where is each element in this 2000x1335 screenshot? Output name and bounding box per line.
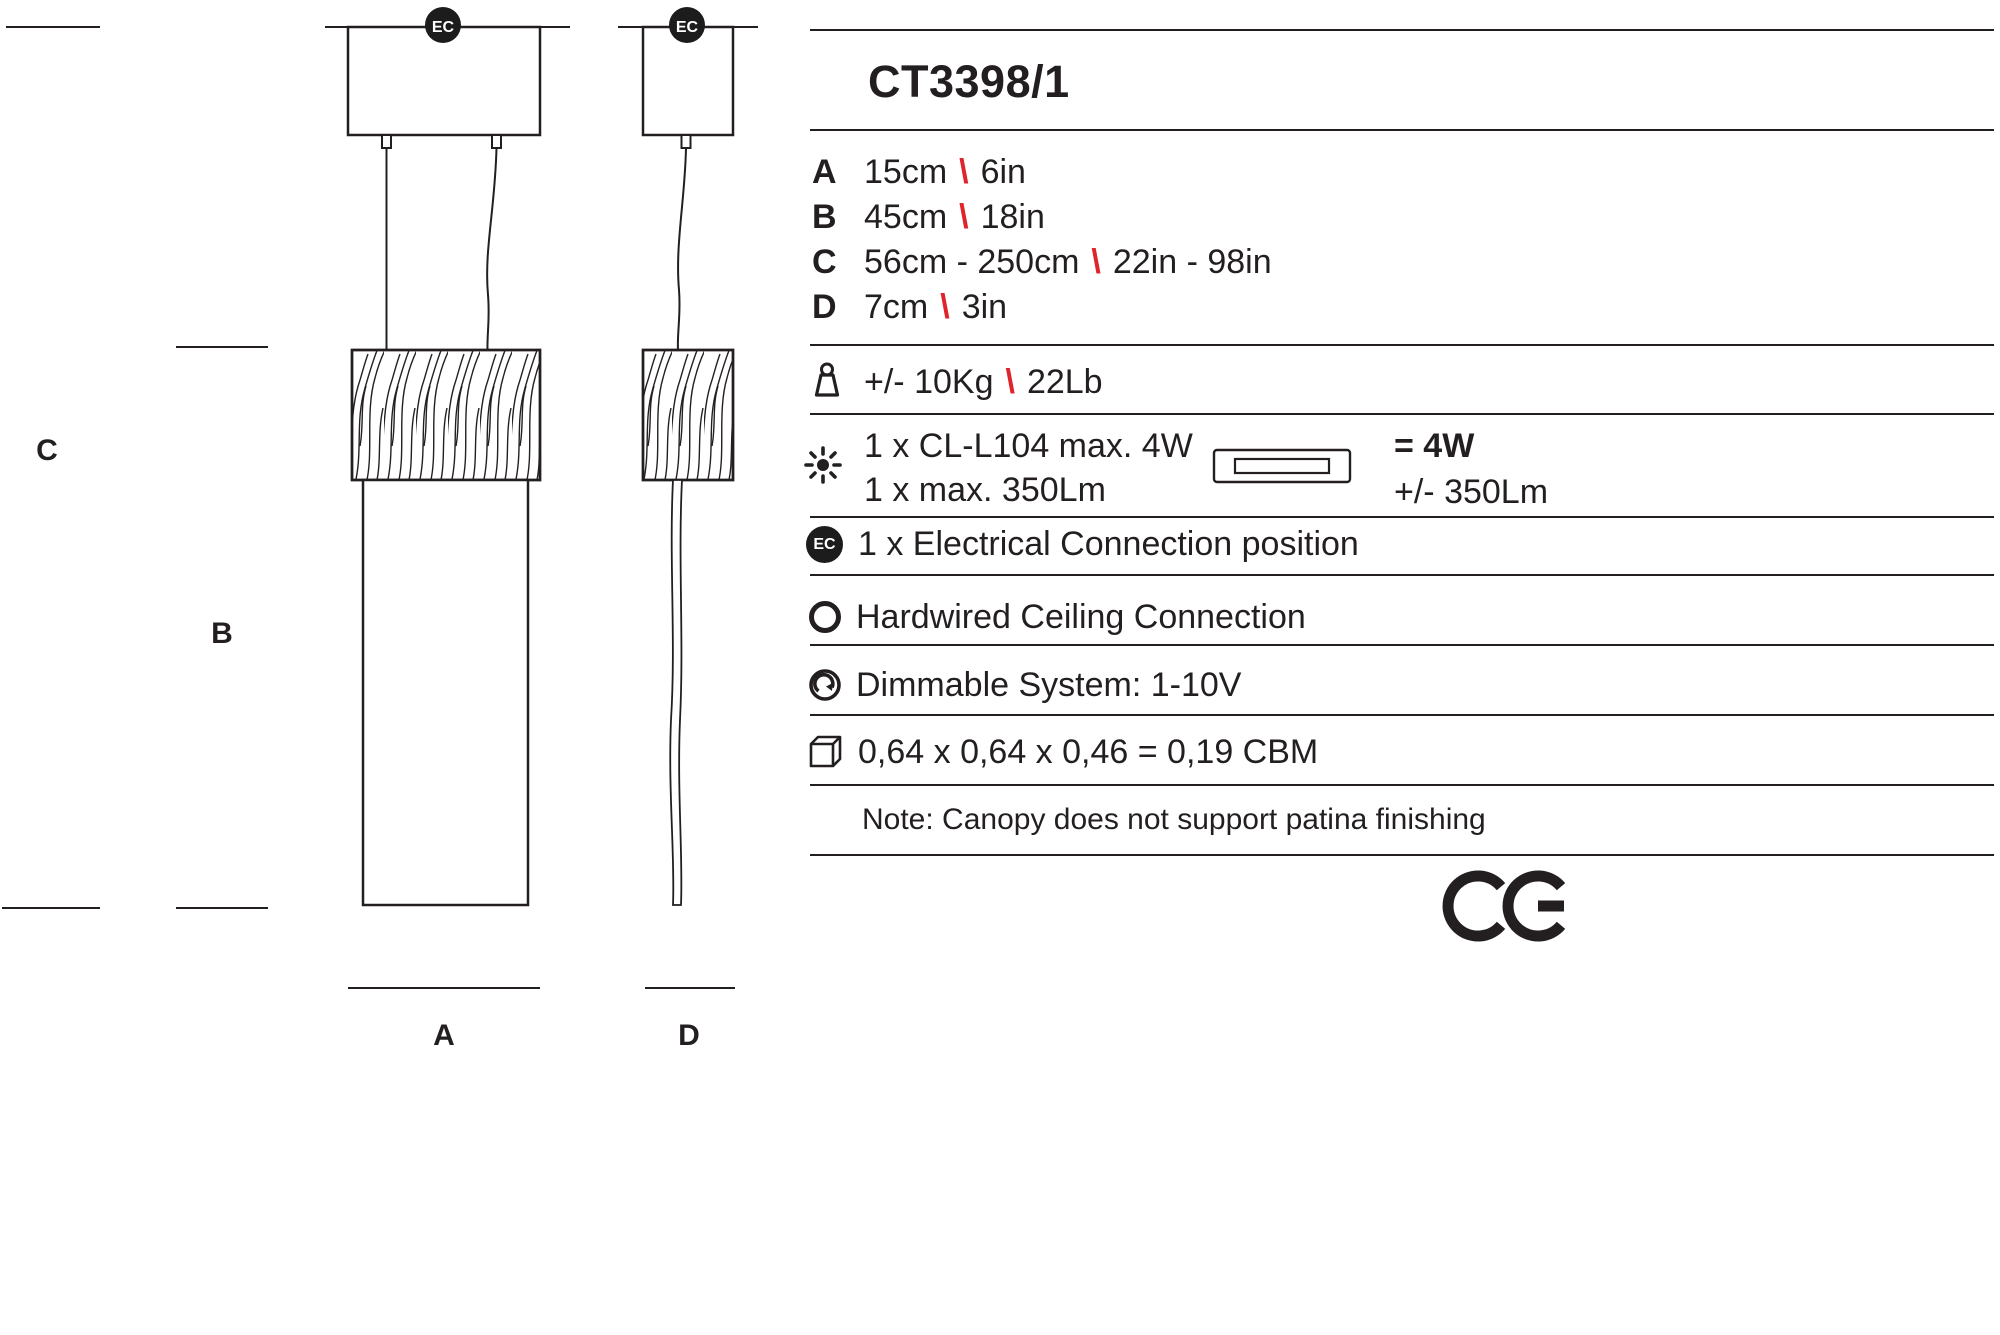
weight-metric: +/- 10Kg: [864, 362, 994, 401]
dim-label-b: B: [211, 617, 233, 650]
divider: [810, 344, 1994, 346]
dimension-metric: 15cm: [864, 153, 948, 191]
weight-row: +/- 10Kg \ 22Lb: [864, 360, 1103, 404]
divider: [810, 854, 1994, 856]
divider: [810, 29, 1994, 31]
pendant-drawings: EC EC C B A D: [2, 7, 758, 1052]
dimension-row-a: A 15cm \ 6in: [812, 150, 1272, 195]
packing-volume-text: 0,64 x 0,64 x 0,46 = 0,19 CBM: [858, 732, 1319, 771]
ec-icon: EC: [806, 526, 843, 563]
weight-icon: [814, 362, 840, 397]
dimension-imperial: 22in - 98in: [1112, 243, 1272, 281]
divider: [810, 784, 1994, 786]
suspension-cable: [486, 147, 498, 351]
ec-badge-front: EC: [425, 7, 461, 43]
cable-connector: [491, 134, 502, 149]
unit-separator: \: [959, 153, 969, 191]
ec-badge-label: EC: [432, 19, 455, 36]
diffuser-panel-side: [669, 479, 683, 906]
divider: [810, 413, 1994, 415]
total-lumens: +/- 350Lm: [1394, 472, 1549, 511]
packing-box-icon: [809, 735, 842, 768]
unit-separator: \: [1091, 243, 1101, 281]
ec-badge-label: EC: [676, 19, 699, 36]
divider: [810, 516, 1994, 518]
unit-separator: \: [959, 198, 969, 236]
dimension-row-d: D 7cm \ 3in: [812, 285, 1272, 330]
dimension-row-b: B 45cm \ 18in: [812, 195, 1272, 240]
note-text: Note: Canopy does not support patina fin…: [862, 803, 1486, 836]
dimension-metric: 45cm: [864, 198, 948, 236]
total-wattage: = 4W: [1394, 426, 1475, 465]
pendant-side-drawing: [641, 25, 735, 906]
ce-mark: [1442, 870, 1566, 942]
product-code: CT3398/1: [868, 56, 1070, 107]
diffuser-panel-front: [361, 478, 530, 907]
dimensions-list: A 15cm \ 6in B 45cm \ 18in C 56cm - 250c…: [812, 150, 1272, 330]
dimmable-text: Dimmable System: 1-10V: [856, 665, 1242, 704]
lamping-line-1: 1 x CL-L104 max. 4W: [864, 426, 1193, 465]
unit-separator: \: [940, 288, 950, 326]
cable-connector: [381, 134, 392, 149]
unit-separator: \: [1005, 362, 1015, 401]
dimmable-icon: [809, 669, 841, 701]
divider: [810, 714, 1994, 716]
cable-connector: [680, 134, 692, 149]
pendant-front-drawing: [346, 25, 542, 907]
dim-label-d: D: [678, 1019, 700, 1052]
dimension-imperial: 18in: [980, 198, 1045, 236]
dimension-imperial: 6in: [980, 153, 1026, 191]
ceiling-connection-text: Hardwired Ceiling Connection: [856, 597, 1306, 636]
divider: [810, 129, 1994, 131]
dim-label-a: A: [433, 1019, 455, 1052]
canopy-side: [641, 25, 735, 137]
dimension-key: D: [812, 288, 837, 326]
weight-imperial: 22Lb: [1026, 362, 1103, 401]
dim-label-c: C: [36, 434, 58, 467]
ec-badge-side: EC: [669, 7, 705, 43]
dimension-imperial: 3in: [961, 288, 1008, 326]
electrical-connection-text: 1 x Electrical Connection position: [858, 524, 1359, 563]
wood-grain-shade-side: [641, 348, 735, 482]
ceiling-connection-icon: [809, 601, 841, 633]
dimension-ticks: [2, 346, 735, 989]
dimension-row-c: C 56cm - 250cm \ 22in - 98in: [812, 240, 1272, 285]
dimension-key: B: [812, 198, 837, 236]
light-source-icon: [804, 446, 842, 484]
divider: [810, 574, 1994, 576]
led-module-icon: [1212, 448, 1352, 484]
canopy-front: [346, 25, 542, 137]
divider: [810, 644, 1994, 646]
dimension-key: A: [812, 153, 837, 191]
lamping-line-2: 1 x max. 350Lm: [864, 470, 1106, 509]
dimension-key: C: [812, 243, 837, 281]
suspension-cable: [676, 147, 687, 351]
dimension-metric: 7cm: [864, 288, 929, 326]
dimension-metric: 56cm - 250cm: [864, 243, 1080, 281]
